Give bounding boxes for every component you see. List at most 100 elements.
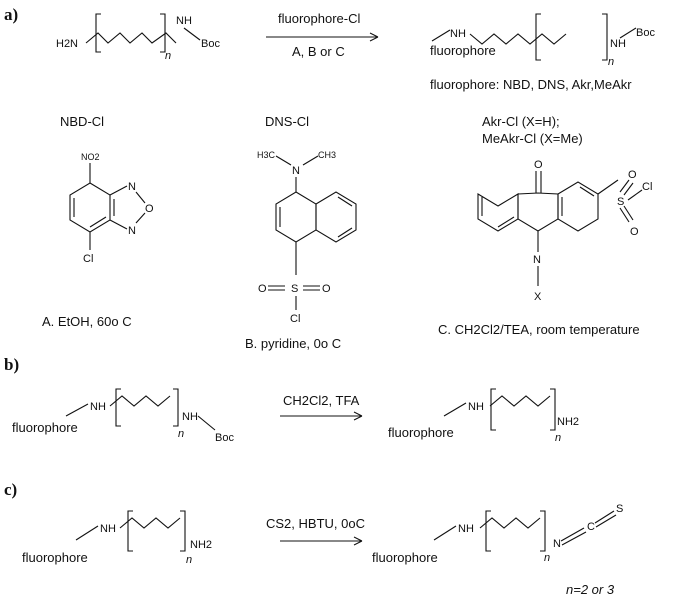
c-product-n-subscript: n	[544, 552, 550, 564]
c-product-cs-bond-b	[595, 514, 617, 528]
nbd-cl-structure: NBD-Cl NO2 N O N Cl A. EtOH, 60o C	[42, 114, 154, 329]
product-boc-label: Boc	[636, 27, 655, 39]
b-product-fluorophore-label: fluorophore	[388, 425, 454, 440]
panel-c-label: c)	[4, 480, 17, 499]
dns-o2-label: O	[322, 283, 331, 295]
c-product-fluorophore-label: fluorophore	[372, 550, 438, 565]
c-product-left-bracket	[485, 510, 491, 552]
dns-s-label: S	[291, 283, 298, 295]
c-product-cs-bond-a	[594, 510, 615, 524]
arrow-head-c	[353, 536, 363, 546]
nbd-benzene-ring	[69, 182, 111, 233]
arrow-head-b	[353, 411, 363, 421]
c-reactant-fluorophore-label: fluorophore	[22, 550, 88, 565]
dns-h3c-label: H3C	[257, 150, 276, 160]
b-reactant-nh2-label: NH	[182, 411, 198, 423]
akr-so-bond-2a	[619, 207, 630, 223]
dns-ring-left	[275, 191, 317, 243]
conditions-a: A, B or C	[292, 44, 345, 59]
c-reactant-left-bracket	[127, 510, 133, 552]
panel-b-product: NH n NH2 fluorophore	[388, 388, 579, 444]
c-product-nc-bond-a	[560, 527, 585, 542]
b-reactant-chain	[109, 395, 171, 407]
reactant-amine-label: H2N	[56, 38, 78, 50]
b-product-n-subscript: n	[555, 432, 561, 444]
product-chain-bonds	[469, 33, 567, 45]
c-product-s-label: S	[616, 503, 623, 515]
panel-a-product: NH n NH Boc fluorophore	[430, 13, 655, 68]
akr-cl-structure: Akr-Cl (X=H); MeAkr-Cl (X=Me) O N X S O …	[438, 114, 652, 337]
c-reactant-nh2-label: NH2	[190, 539, 212, 551]
akr-ring-center	[517, 192, 559, 232]
product-fluorophore-label: fluorophore	[430, 43, 496, 58]
conditions-c: CS2, HBTU, 0oC	[266, 516, 365, 531]
akr-s-bond	[597, 179, 619, 195]
b-product-nh2-label: NH2	[557, 416, 579, 428]
nbd-o-label: O	[145, 203, 154, 215]
c-reactant-chain	[119, 517, 181, 529]
nbd-bond-o1	[135, 191, 146, 204]
dns-n-label: N	[292, 165, 300, 177]
dns-condition: B. pyridine, 0o C	[245, 336, 341, 351]
akr-cl-label: Cl	[642, 181, 652, 193]
nbd-double-bond-2	[89, 216, 107, 228]
product-nh2-label: NH	[610, 38, 626, 50]
c-reactant-fluorophore-bond	[75, 525, 99, 541]
c-reactant-right-bracket	[180, 510, 186, 552]
b-reactant-boc-bond	[197, 415, 216, 431]
akr-so-bond-2b	[623, 205, 634, 221]
c-product-nh-label: NH	[458, 523, 474, 535]
product-left-bracket	[535, 13, 541, 61]
b-reactant-right-bracket	[173, 388, 179, 427]
b-product-fluorophore-bond	[443, 402, 467, 417]
panel-a-arrow: fluorophore-Cl A, B or C	[266, 11, 379, 59]
b-reactant-boc-label: Boc	[215, 432, 234, 444]
akr-o2-label: O	[630, 226, 639, 238]
product-nh-label: NH	[450, 28, 466, 40]
nbd-n2-label: N	[128, 225, 136, 237]
c-product-n-label: N	[553, 538, 561, 550]
c-product-fluorophore-bond	[433, 525, 457, 541]
b-reactant-fluorophore-bond	[65, 403, 89, 417]
akr-s-label: S	[617, 196, 624, 208]
c-reactant-nh-label: NH	[100, 523, 116, 535]
product-nh-boc-bond	[619, 27, 637, 39]
nbd-bond-o2	[135, 212, 146, 224]
akr-ring-right	[557, 181, 599, 232]
c-product-nc-bond-b	[561, 531, 587, 546]
dns-o1-label: O	[258, 283, 267, 295]
b-reactant-left-bracket	[115, 388, 121, 427]
dns-me-bond-2	[302, 155, 319, 166]
b-product-left-bracket	[490, 388, 496, 431]
dns-ring-right	[315, 191, 357, 243]
b-product-right-bracket	[550, 388, 556, 431]
reactant-boc-label: Boc	[201, 38, 220, 50]
reactant-right-bracket	[160, 13, 166, 53]
reactant-left-bracket	[95, 13, 101, 53]
product-n-subscript: n	[608, 56, 614, 68]
c-product-chain	[479, 517, 541, 529]
akr-condition: C. CH2Cl2/TEA, room temperature	[438, 322, 640, 337]
akr-cl-name-2: MeAkr-Cl (X=Me)	[482, 131, 583, 146]
akr-o-label: O	[534, 159, 543, 171]
b-product-chain	[489, 395, 551, 407]
c-reactant-n-subscript: n	[186, 554, 192, 566]
akr-x-label: X	[534, 291, 542, 303]
panel-a-reactant: H2N n NH Boc	[56, 13, 220, 62]
dns-double-2	[337, 196, 353, 207]
akr-so-bond-1b	[623, 182, 634, 196]
akr-o1-label: O	[628, 169, 637, 181]
b-reactant-fluorophore-label: fluorophore	[12, 420, 78, 435]
dns-cl-structure: DNS-Cl H3C CH3 N S O O Cl B. pyridine, 0…	[245, 114, 357, 351]
akr-n-label: N	[533, 254, 541, 266]
c-product-right-bracket	[540, 510, 546, 552]
reactant-chain-bonds	[85, 32, 177, 44]
nbd-bond-n2	[109, 219, 128, 230]
nbd-bond-n1	[109, 185, 128, 196]
dns-ch3-label: CH3	[318, 150, 336, 160]
footnote: n=2 or 3	[566, 582, 615, 597]
nbd-cl-label: Cl	[83, 253, 93, 265]
reactant-n-subscript: n	[165, 50, 171, 62]
akr-cl-bond	[627, 189, 643, 201]
akr-cl-name-1: Akr-Cl (X=H);	[482, 114, 560, 129]
